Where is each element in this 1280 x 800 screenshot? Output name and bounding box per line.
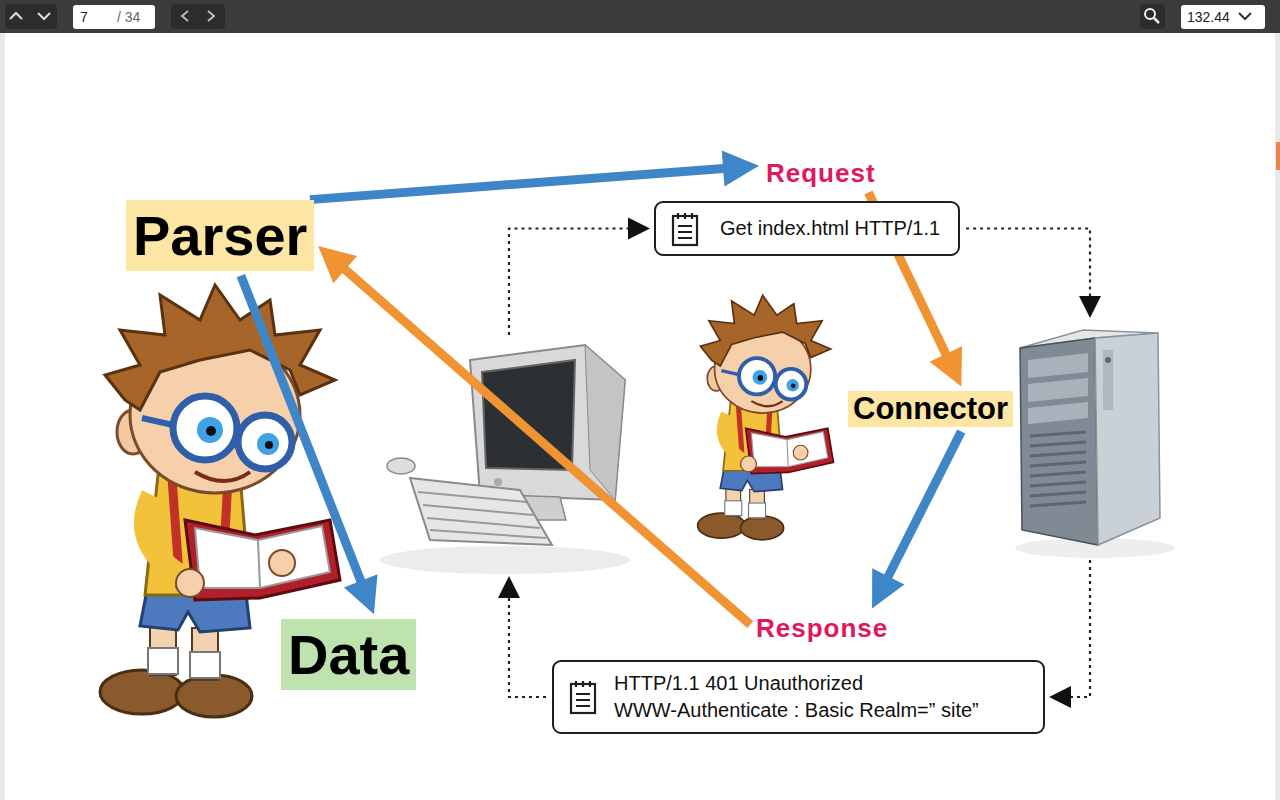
arrow-head	[628, 218, 650, 240]
dotted-flow-line	[509, 218, 650, 336]
node-text: WWW-Authenticate : Basic Realm=” site”	[614, 697, 1025, 724]
note-icon	[568, 679, 598, 715]
arrow-head	[318, 246, 357, 283]
arrow-head	[930, 346, 962, 386]
arrow-head	[722, 151, 759, 187]
arrow-head	[1049, 686, 1071, 708]
arrow-head	[1079, 296, 1101, 318]
arrow-shaft	[885, 431, 961, 582]
node-text: Response	[756, 613, 888, 643]
arrow-shaft	[310, 168, 730, 200]
data-box: Data	[281, 619, 416, 690]
arrow-head	[872, 568, 904, 608]
arrow-head	[498, 576, 520, 598]
node-text: Parser	[133, 200, 307, 271]
flow-label: Response	[754, 613, 890, 643]
flow-arrow	[318, 246, 750, 625]
node-text: Connector	[853, 391, 1008, 427]
flow-label: Request	[764, 158, 878, 188]
message-box: HTTP/1.1 401 UnauthorizedWWW-Authenticat…	[552, 660, 1045, 734]
arrow-shaft	[241, 276, 364, 588]
component-box: Connector	[848, 391, 1013, 427]
node-text: Data	[288, 619, 409, 690]
node-text: HTTP/1.1 401 Unauthorized	[614, 670, 1025, 697]
zoom-value: 132.44	[1187, 7, 1230, 27]
arrow-head	[344, 574, 378, 614]
flow-arrow	[310, 151, 759, 200]
node-text: Get index.html HTTP/1.1	[720, 215, 940, 242]
dotted-flow-line	[498, 576, 546, 697]
flow-arrow	[872, 431, 961, 608]
message-box: Get index.html HTTP/1.1	[654, 201, 960, 256]
page-count: / 34	[117, 7, 140, 27]
note-icon	[670, 211, 700, 247]
flow-arrow	[241, 276, 378, 615]
dotted-flow-line	[1049, 560, 1090, 708]
page-number: 7	[80, 7, 88, 27]
dotted-flow-line	[966, 229, 1101, 319]
node-text: Request	[766, 158, 876, 188]
arrow-shaft	[340, 265, 750, 625]
title-box: Parser	[126, 200, 314, 271]
